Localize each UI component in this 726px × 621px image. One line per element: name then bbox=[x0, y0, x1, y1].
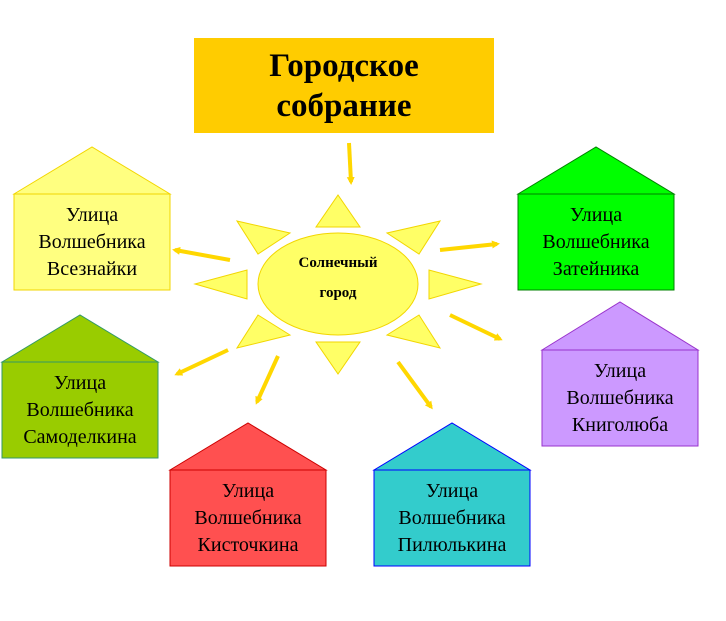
sun-ray bbox=[385, 314, 442, 349]
houses bbox=[0, 146, 700, 567]
sun bbox=[193, 194, 483, 375]
street-line: Волшебника bbox=[542, 231, 650, 253]
street-line: Улица bbox=[65, 204, 119, 226]
sun-ray bbox=[235, 314, 292, 349]
arrow-zateinika bbox=[439, 240, 500, 252]
house-kistochkina bbox=[168, 422, 328, 567]
street-line: Волшебника bbox=[194, 507, 302, 529]
house-pilyulkina bbox=[372, 422, 532, 567]
street-line: Волшебника bbox=[566, 387, 674, 409]
city-council-box: Городское собрание bbox=[194, 38, 494, 133]
street-name: Кисточкина bbox=[197, 534, 299, 556]
sun-ray bbox=[315, 341, 361, 375]
sun-ray bbox=[428, 269, 483, 300]
arrow-samodelkina bbox=[174, 348, 229, 376]
house-zateinika bbox=[516, 146, 676, 291]
house-samodelkina bbox=[0, 314, 160, 459]
street-name: Пилюлькина bbox=[397, 534, 507, 556]
title-line: собрание bbox=[276, 87, 412, 124]
street-name: Всезнайки bbox=[46, 258, 138, 280]
street-line: Улица bbox=[425, 480, 479, 502]
street-name: Затейника bbox=[552, 258, 640, 280]
sun-ray bbox=[315, 194, 361, 228]
title-line: Городское bbox=[269, 47, 419, 84]
street-line: Улица bbox=[593, 360, 647, 382]
sun-ray bbox=[193, 269, 248, 300]
street-line: Волшебника bbox=[398, 507, 506, 529]
house-vseznaiki bbox=[12, 146, 172, 291]
sun-ray bbox=[385, 220, 442, 255]
arrow-knigoluba bbox=[449, 313, 503, 341]
arrow-pilyulkina bbox=[396, 360, 433, 410]
arrow-to-sun bbox=[346, 142, 355, 185]
arrows bbox=[172, 142, 503, 410]
street-name: Книголюба bbox=[571, 414, 669, 436]
sun-ray bbox=[235, 220, 292, 255]
street-line: Волшебника bbox=[26, 399, 134, 421]
sun-center bbox=[257, 232, 419, 336]
sun-label-line: Солнечный bbox=[298, 255, 378, 271]
arrow-vseznaiki bbox=[172, 246, 231, 262]
sun-label: Солнечный город bbox=[258, 248, 418, 308]
street-line: Волшебника bbox=[38, 231, 146, 253]
street-line: Улица bbox=[221, 480, 275, 502]
sun-label-line: город bbox=[319, 285, 357, 301]
street-line: Улица bbox=[53, 372, 107, 394]
street-line: Улица bbox=[569, 204, 623, 226]
house-knigoluba bbox=[540, 301, 700, 447]
street-name: Самоделкина bbox=[23, 426, 137, 448]
arrow-kistochkina bbox=[255, 355, 280, 405]
